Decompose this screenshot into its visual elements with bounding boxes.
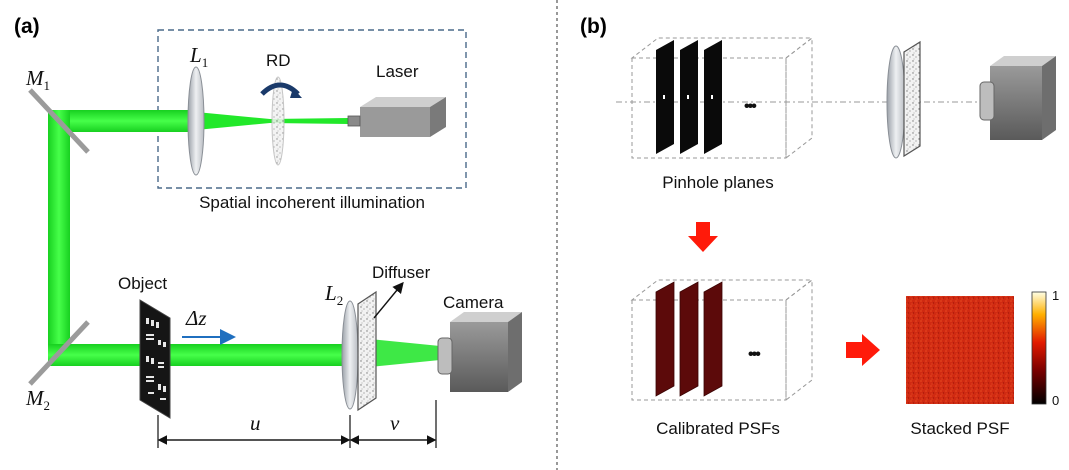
diffuser — [357, 290, 377, 412]
lens-l1 — [187, 66, 205, 176]
down-arrow-icon — [688, 222, 718, 252]
distance-markers — [157, 400, 437, 448]
calibrated-psfs-label: Calibrated PSFs — [656, 419, 780, 438]
pinhole-ellipsis: ••• — [744, 98, 757, 115]
mirror-m1-label: M1 — [25, 66, 50, 93]
camera-b — [979, 56, 1056, 140]
delta-z-label: Δz — [185, 306, 207, 330]
diffuser-label: Diffuser — [372, 263, 431, 282]
camera-a — [437, 312, 522, 392]
mirror-m1 — [28, 88, 90, 154]
lens-l2 — [341, 300, 359, 410]
stacked-psf-image — [906, 296, 1014, 404]
object-label: Object — [118, 274, 167, 293]
distance-v-label: v — [390, 411, 400, 435]
camera-label: Camera — [443, 293, 504, 312]
object-target — [139, 299, 171, 419]
laser-beam — [48, 110, 440, 368]
diffuser-b — [903, 40, 921, 158]
lens-l1-label: L1 — [189, 43, 208, 70]
rotating-diffuser — [271, 76, 285, 166]
panel-a-label: (a) — [14, 15, 40, 38]
psf-ellipsis: ••• — [748, 346, 761, 363]
illumination-box — [157, 29, 467, 189]
illumination-caption: Spatial incoherent illumination — [199, 193, 425, 212]
calibrated-psf-planes — [655, 281, 723, 397]
mirror-m2-label: M2 — [25, 386, 50, 413]
lens-b — [886, 45, 906, 159]
distance-u-label: u — [250, 411, 261, 435]
stacked-psf-label: Stacked PSF — [910, 419, 1009, 438]
panel-b-label: (b) — [580, 15, 607, 38]
colorbar-max-label: 1 — [1052, 288, 1059, 303]
pinhole-planes — [656, 40, 722, 154]
colorbar-min-label: 0 — [1052, 393, 1059, 408]
pinhole-planes-label: Pinhole planes — [662, 173, 774, 192]
laser-label: Laser — [376, 62, 419, 81]
right-arrow-icon — [846, 334, 880, 366]
diffuser-pointer — [373, 281, 404, 319]
colorbar — [1031, 291, 1047, 405]
lens-l2-label: L2 — [324, 281, 343, 308]
mirror-m2 — [28, 320, 90, 386]
laser-source — [347, 97, 446, 137]
rd-label: RD — [266, 51, 291, 70]
